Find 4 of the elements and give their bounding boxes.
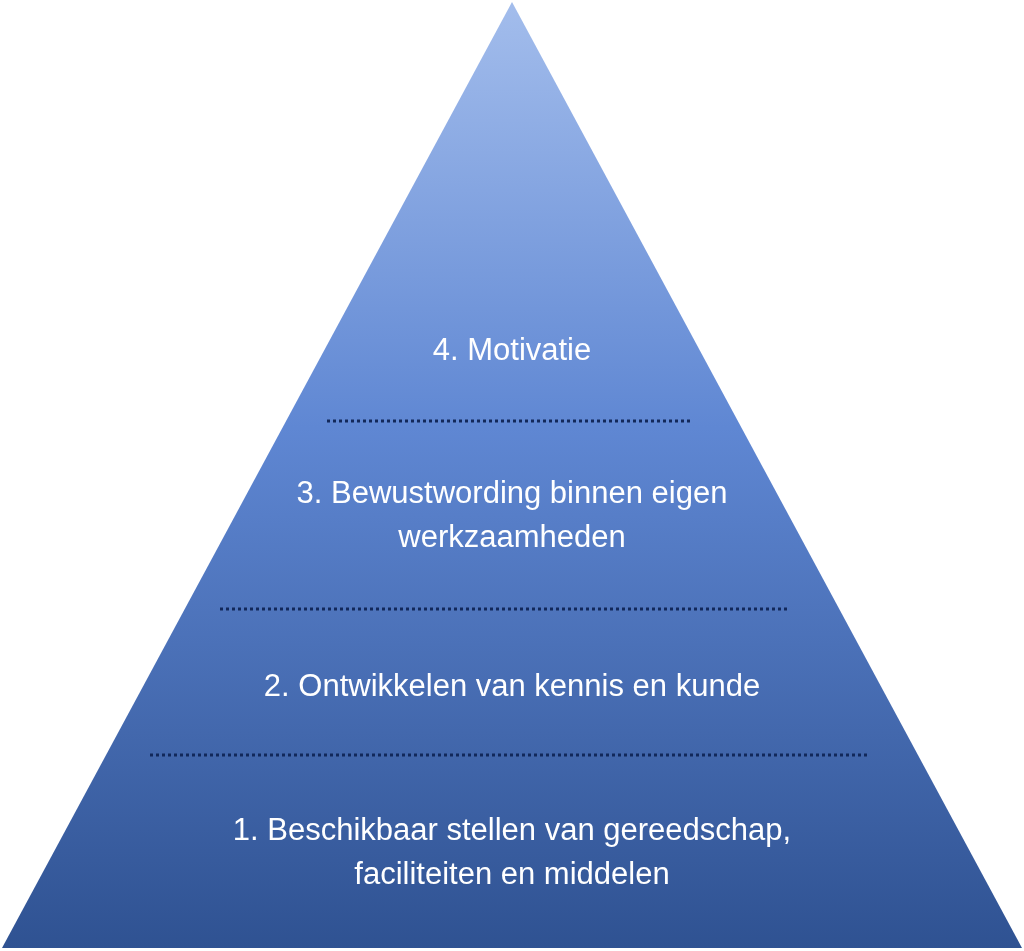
level-label: 4. Motivatie [312,328,712,372]
level-label: 1. Beschikbaar stellen van gereedschap, faciliteiten en middelen [232,808,792,896]
level-label: 3. Bewustwording binnen eigen werkzaamheden [292,471,732,559]
level-label: 2. Ontwikkelen van kennis en kunde [162,664,862,708]
